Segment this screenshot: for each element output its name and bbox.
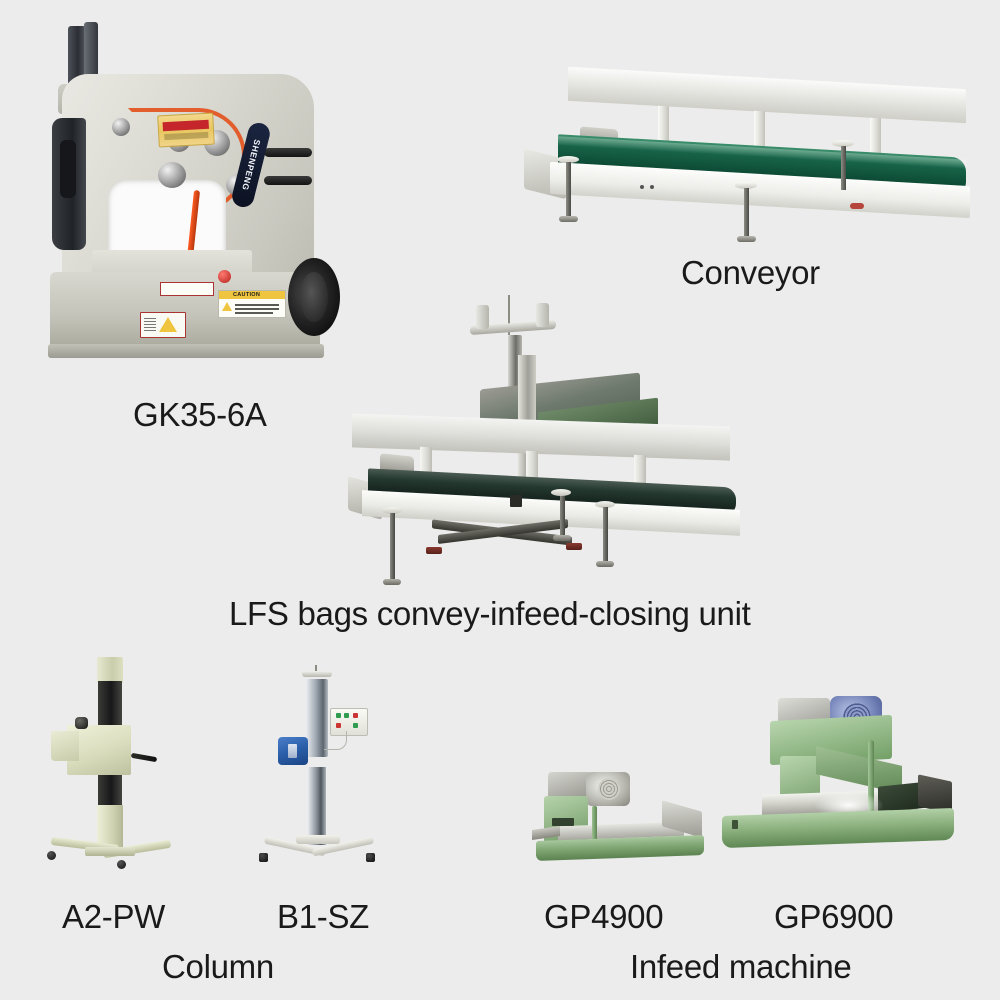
caption-column-group: Column [162, 948, 274, 985]
thread-spool-left [476, 305, 489, 329]
product-image-gp6900 [718, 696, 958, 870]
lfs-leg-3 [603, 507, 608, 563]
a2-adjust-knob[interactable] [75, 717, 88, 729]
gp4900-motor [586, 772, 630, 806]
panel-light-red [353, 713, 358, 718]
b1-control-panel[interactable] [330, 708, 368, 736]
panel-light-green [336, 713, 341, 718]
caution-label: CAUTION [218, 290, 286, 318]
leg-foot-2 [737, 236, 756, 242]
a2-crank-handle[interactable] [130, 752, 158, 763]
conveyor-leg-2 [744, 188, 749, 238]
panel-light-green-2 [344, 713, 349, 718]
a2-base-plate [85, 847, 135, 856]
product-image-b1-sz [258, 665, 388, 865]
caption-conveyor: Conveyor [681, 254, 820, 291]
sticker-text-band [164, 131, 209, 141]
sticker-red-band [162, 119, 209, 132]
conveyor-guide-rail [568, 66, 966, 124]
a2-caster-right [117, 860, 126, 869]
a2-lower-post [97, 805, 123, 849]
lfs-antenna-stem [508, 295, 510, 335]
leg-cap-2 [735, 182, 757, 189]
product-image-conveyor [510, 66, 990, 242]
lfs-base-foot-left [426, 547, 442, 554]
leg-foot-1 [559, 216, 578, 222]
tension-dial [158, 162, 186, 188]
lfs-base-foot-right [566, 543, 582, 550]
lfs-leg-foot-2 [553, 535, 571, 541]
a2-upper-slide [98, 681, 122, 729]
drive-pulley-wheel [288, 258, 340, 336]
caption-b1-sz: B1-SZ [277, 898, 370, 935]
lever-handle-upper [264, 148, 312, 157]
lfs-leg-cap-3 [595, 501, 615, 508]
gp6900-vertical-rod [868, 740, 874, 818]
model-spec-sticker [160, 282, 214, 296]
lfs-control-box[interactable] [510, 495, 522, 507]
chinese-warranty-sticker [157, 112, 215, 148]
caution-line-1 [235, 304, 279, 306]
b1-caster-left [259, 853, 268, 862]
thread-spool-right [536, 303, 549, 327]
frame-bolt-1 [640, 185, 644, 189]
b1-blue-gear-motor [278, 737, 308, 765]
small-screw-knob [112, 118, 130, 136]
gp6900-base-slot [732, 820, 738, 829]
b1-caster-right [366, 853, 375, 862]
product-image-a2-pw [45, 655, 185, 870]
hazard-warning-label [140, 312, 186, 338]
panel-switch-red[interactable] [336, 723, 341, 728]
b1-top-stem [315, 665, 317, 675]
caution-line-2 [235, 308, 279, 310]
product-image-gk35-6a: SHENPENG CAUTION [40, 22, 350, 382]
gp4900-nameplate [552, 818, 574, 826]
b1-base-hub [296, 835, 340, 844]
machine-foot-rail [48, 344, 324, 358]
leg-cap-1 [557, 156, 579, 163]
caption-a2-pw: A2-PW [62, 898, 166, 935]
caution-line-3 [235, 312, 273, 314]
lfs-leg-foot-1 [383, 579, 401, 585]
panel-switch-green[interactable] [353, 723, 358, 728]
conveyor-leg-3 [841, 146, 846, 190]
lfs-leg-cap-1 [382, 507, 402, 514]
a2-mounting-arm [51, 731, 79, 761]
thread-stand-pillar [84, 22, 98, 88]
caption-infeed-group: Infeed machine [630, 948, 852, 985]
warning-triangle-icon [159, 317, 177, 332]
lfs-leg-2 [560, 495, 565, 537]
product-image-gp4900 [532, 762, 710, 870]
product-image-lfs-unit [340, 295, 840, 595]
a2-column-cap [97, 657, 123, 683]
left-black-housing [52, 118, 86, 250]
frame-bolt-2 [650, 185, 654, 189]
gp6900-base [722, 807, 954, 849]
lfs-leg-cap-2 [551, 489, 571, 496]
red-indicator-button[interactable] [218, 270, 231, 283]
needle-bar-pillar [68, 26, 86, 88]
caution-triangle-icon [222, 302, 232, 311]
b1-lift-shaft [308, 767, 326, 845]
lfs-guide-rail [352, 413, 730, 461]
warning-text-lines [144, 318, 156, 332]
gp4900-guide-arm [592, 806, 597, 846]
leg-cap-3 [832, 140, 854, 147]
caption-gp4900: GP4900 [544, 898, 664, 935]
b1-top-cap-bar [302, 671, 332, 677]
caution-header-bar: CAUTION [219, 291, 285, 299]
lfs-leg-foot-3 [596, 561, 614, 567]
b1-power-cable [324, 731, 347, 750]
lfs-leg-1 [390, 513, 395, 581]
lever-handle-lower [264, 176, 312, 185]
caption-gp6900: GP6900 [774, 898, 894, 935]
caption-lfs-unit: LFS bags convey-infeed-closing unit [229, 595, 751, 632]
b1-upper-cylinder [306, 679, 328, 757]
a2-caster-left [47, 851, 56, 860]
conveyor-leg-1 [566, 162, 571, 218]
caption-gk35-6a: GK35-6A [133, 396, 267, 433]
caution-text: CAUTION [233, 291, 261, 298]
conveyor-red-marker [850, 203, 864, 209]
